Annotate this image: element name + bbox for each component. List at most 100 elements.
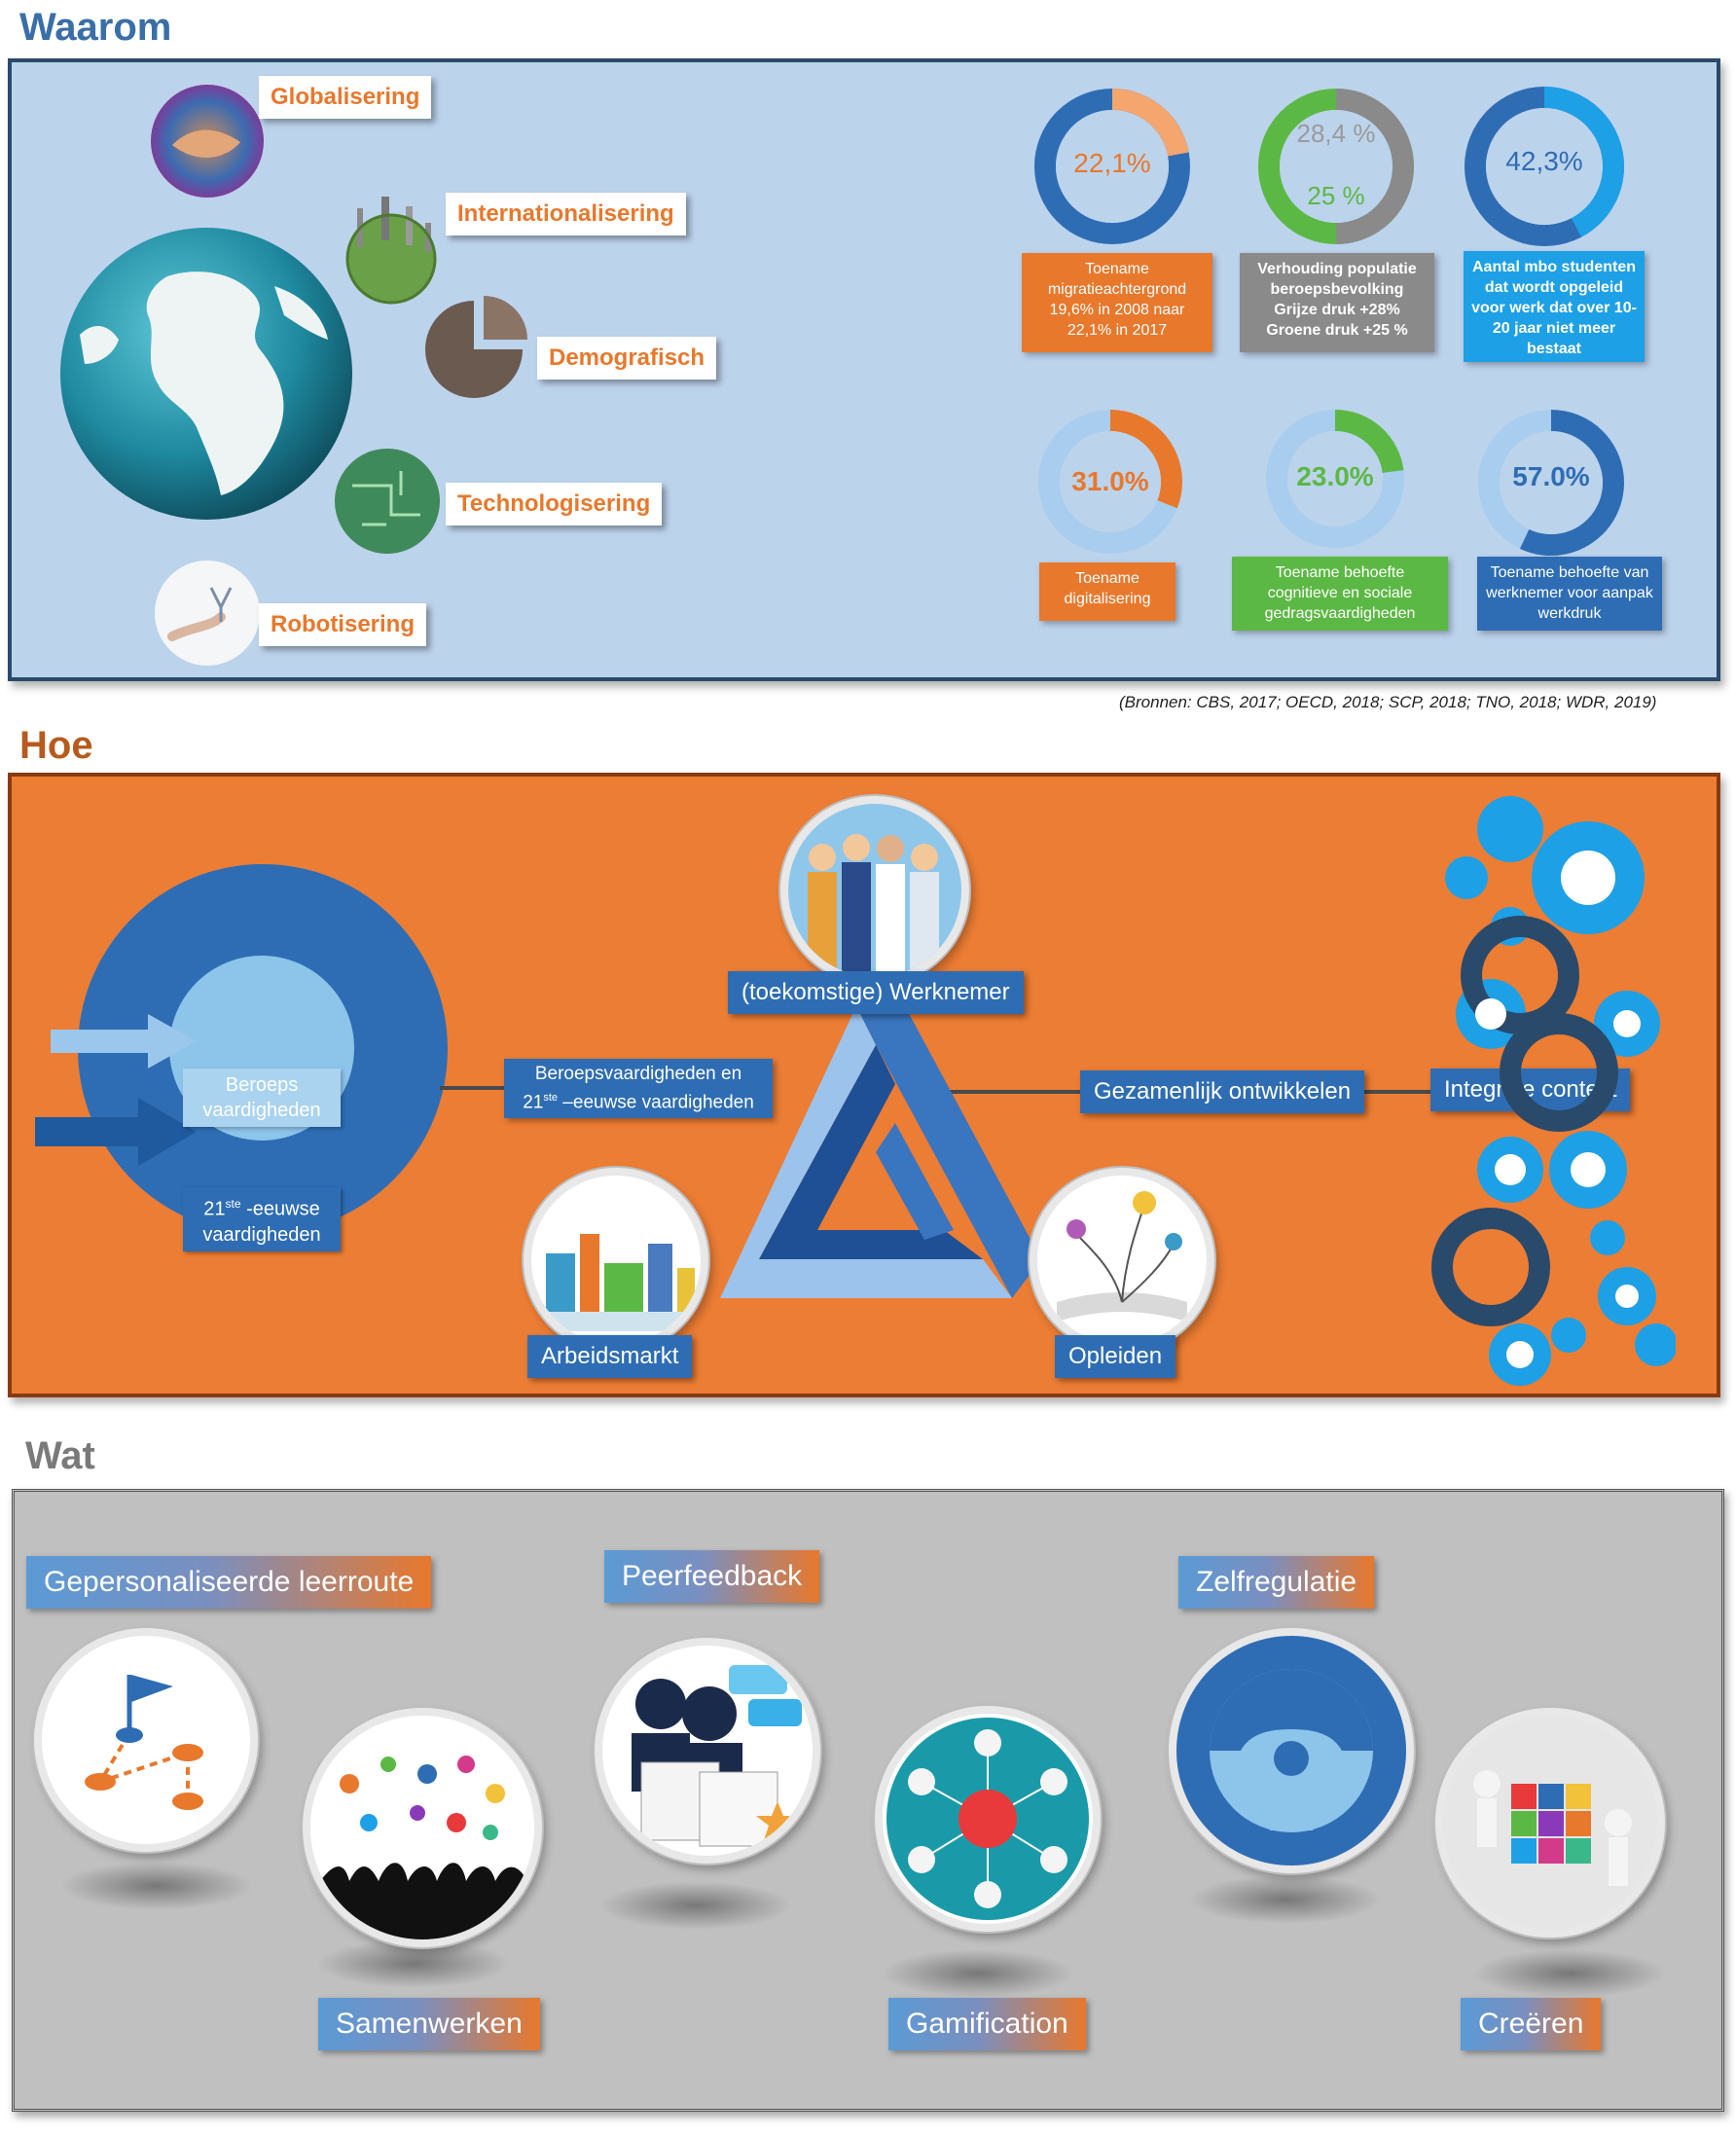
label-samenwerken: Samenwerken xyxy=(318,1998,540,2050)
outer-circle-text-pre: 21 xyxy=(203,1198,226,1220)
donut-hole xyxy=(1060,431,1161,532)
donut-arc xyxy=(1034,89,1190,244)
connector-line-left xyxy=(440,1086,518,1090)
samenwerken-image xyxy=(303,1708,542,1947)
stat-caption-werkdruk: Toename behoefte van werknemer voor aanp… xyxy=(1477,557,1662,631)
trend-label-demografisch: Demografisch xyxy=(537,337,717,380)
gears-icon xyxy=(1431,796,1676,1386)
factory-icon xyxy=(541,1234,697,1331)
donut-arc xyxy=(1465,87,1624,246)
game-controller-icon xyxy=(886,1718,1089,1920)
stat-value-migratie: 22,1% xyxy=(1073,148,1151,178)
wat-panel: Gepersonaliseerde leerroute Peerfeedback… xyxy=(12,1489,1724,2112)
route-flag-icon xyxy=(85,1675,203,1810)
stat-caption-mbo: Aantal mbo studenten dat wordt opgeleid … xyxy=(1464,251,1645,362)
donut-hole xyxy=(1056,110,1169,223)
trend-label-technologisering: Technologisering xyxy=(446,483,663,525)
stat-caption-gedragsvaardigheden: Toename behoefte cognitieve en sociale g… xyxy=(1232,557,1448,631)
stat-value-groene-druk: 25 % xyxy=(1307,181,1365,210)
donut-arc xyxy=(1266,410,1404,548)
inner-circle-text: Beroeps vaardigheden xyxy=(202,1074,321,1121)
circle-shadow xyxy=(1472,1949,1667,1998)
skills-link-sup: ste xyxy=(543,1092,559,1104)
section-title-hoe: Hoe xyxy=(19,724,93,767)
trend-label-globalisering: Globalisering xyxy=(259,76,432,119)
trend-label-robotisering: Robotisering xyxy=(259,603,426,646)
stat-value-mbo: 42,3% xyxy=(1505,146,1583,176)
book-ideas-icon xyxy=(1057,1191,1187,1322)
stat-donut-migratie xyxy=(1034,89,1190,244)
skills-link-pre: 21 xyxy=(523,1092,544,1113)
stat-value-gedragsvaardigheden: 23.0% xyxy=(1296,461,1374,491)
label-creeren: Creëren xyxy=(1461,1998,1602,2050)
donut-hole xyxy=(1287,431,1383,526)
skills-link-line1: Beroepsvaardigheden en xyxy=(534,1064,742,1084)
arrow-right-icon xyxy=(51,1014,197,1068)
stat-value-werkdruk: 57.0% xyxy=(1512,461,1590,491)
outer-circle-text-sup: ste xyxy=(225,1197,241,1211)
hoe-panel: Beroeps vaardigheden 21ste -eeuwse vaard… xyxy=(8,773,1720,1397)
peer-review-icon xyxy=(632,1665,802,1847)
donut-arc xyxy=(1038,410,1182,554)
waarom-panel: Globalisering Internationalisering Demog… xyxy=(8,58,1720,681)
circuit-image-icon xyxy=(335,449,440,554)
outer-circle-label: 21ste -eeuwse vaardigheden xyxy=(183,1187,341,1251)
city-globe-image-icon xyxy=(345,197,437,305)
creeren-image xyxy=(1435,1708,1665,1938)
skills-link-line2: 21ste –eeuwse vaardigheden xyxy=(504,1086,773,1114)
donut-hole xyxy=(1280,110,1392,223)
donut-hole xyxy=(1500,431,1603,534)
robot-hand-image-icon xyxy=(155,561,260,666)
globe-icon xyxy=(60,228,352,520)
crowd-pie-image-icon xyxy=(425,296,527,398)
stat-value-digitalisering: 31.0% xyxy=(1071,466,1149,496)
section-title-wat: Wat xyxy=(25,1434,95,1477)
stat-caption-migratie: Toename migratieachtergrond 19,6% in 200… xyxy=(1022,253,1212,352)
circle-shadow xyxy=(59,1862,254,1910)
stat-donut-mbo xyxy=(1465,87,1624,246)
trend-label-internationalisering: Internationalisering xyxy=(446,193,686,235)
werknemer-label: (toekomstige) Werknemer xyxy=(728,971,1024,1014)
label-zelfregulatie: Zelfregulatie xyxy=(1178,1556,1375,1609)
label-gamification: Gamification xyxy=(888,1998,1086,2050)
cube-builders-icon xyxy=(1473,1770,1632,1886)
stat-caption-beroepsbevolking: Verhouding populatie beroepsbevolking Gr… xyxy=(1240,253,1434,352)
stat-value-grijze-druk: 28,4 % xyxy=(1296,119,1376,148)
label-peerfeedback: Peerfeedback xyxy=(604,1550,820,1603)
skills-link-label: Beroepsvaardigheden en 21ste –eeuwse vaa… xyxy=(504,1059,773,1119)
stat-donut-gedragsvaardigheden xyxy=(1266,410,1404,548)
gezamenlijk-label: Gezamenlijk ontwikkelen xyxy=(1080,1070,1365,1113)
donut-hole xyxy=(1486,108,1603,225)
label-gepersonaliseerde-leerroute: Gepersonaliseerde leerroute xyxy=(26,1556,432,1609)
peerfeedback-image xyxy=(595,1638,820,1864)
donut-arc xyxy=(1478,410,1624,556)
opleiden-image xyxy=(1030,1168,1214,1353)
arrow-right-dark-icon xyxy=(35,1098,197,1166)
leerroute-image xyxy=(34,1628,258,1852)
stat-donut-werkdruk xyxy=(1478,410,1624,556)
outer-circle-text-post: -eeuwse vaardigheden xyxy=(202,1198,321,1246)
zelfregulatie-image xyxy=(1169,1628,1414,1873)
circle-shadow xyxy=(598,1881,793,1930)
circle-shadow xyxy=(316,1939,511,1988)
handshake-image-icon xyxy=(151,85,264,198)
skills-link-post: –eeuwse vaardigheden xyxy=(558,1092,754,1113)
stat-donut-beroepsbevolking xyxy=(1258,89,1414,244)
opleiden-label: Opleiden xyxy=(1055,1335,1176,1378)
sources-note: (Bronnen: CBS, 2017; OECD, 2018; SCP, 20… xyxy=(1119,693,1657,711)
stat-donut-digitalisering xyxy=(1038,410,1182,554)
section-title-waarom: Waarom xyxy=(19,6,172,49)
circle-shadow xyxy=(1188,1875,1383,1924)
penrose-triangle-icon xyxy=(720,1006,1041,1298)
arbeidsmarkt-label: Arbeidsmarkt xyxy=(527,1335,693,1378)
stat-caption-digitalisering: Toename digitalisering xyxy=(1039,562,1175,621)
gamification-image xyxy=(875,1706,1101,1932)
steering-wheel-icon xyxy=(1210,1669,1373,1832)
arbeidsmarkt-image xyxy=(524,1168,708,1353)
inner-circle-label: Beroeps vaardigheden xyxy=(183,1068,341,1127)
donut-arc xyxy=(1258,89,1414,244)
werknemer-image xyxy=(780,796,969,985)
crowd-network-icon xyxy=(320,1756,529,1939)
circle-shadow xyxy=(881,1949,1075,1998)
workers-icon xyxy=(808,834,939,977)
